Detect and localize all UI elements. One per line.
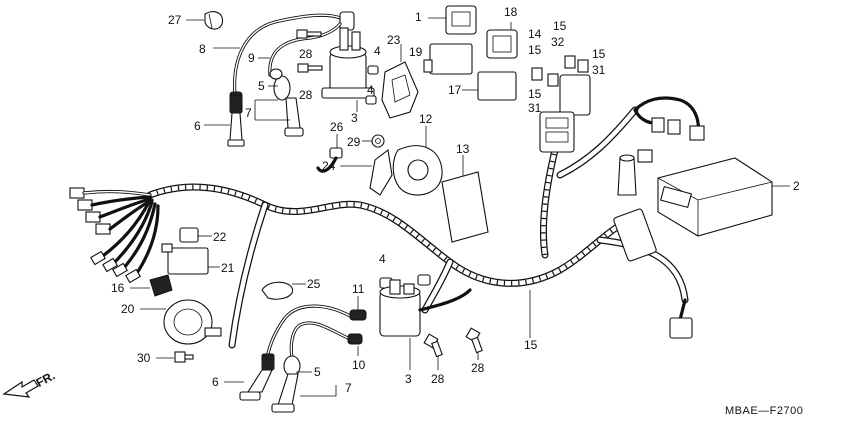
part-26-sensor (316, 147, 343, 173)
callout-4-c: 4 (379, 252, 386, 266)
part-30-bolt (174, 351, 194, 363)
part-7-plug-cap-upper (284, 97, 304, 137)
part-5-seal-lower (283, 355, 301, 377)
callout-29: 29 (347, 135, 361, 149)
left-connector-cluster (69, 187, 160, 284)
callout-28-b: 28 (299, 88, 313, 102)
part-7-plug-cap-lower (271, 373, 299, 413)
callout-28-d: 28 (471, 361, 485, 375)
callout-22: 22 (213, 230, 227, 244)
callout-7-lower: 7 (345, 381, 352, 395)
callout-12: 12 (419, 112, 433, 126)
part-13-plate (441, 171, 489, 243)
callout-28-a: 28 (299, 47, 313, 61)
part-28-bolt-upper-a (296, 29, 322, 39)
callout-26: 26 (330, 120, 344, 134)
part-16-switch (149, 274, 173, 297)
part-21-unit (161, 243, 209, 275)
front-direction-arrow: FR. (2, 368, 57, 398)
part-28-bolt-lower-a (423, 333, 443, 358)
callout-13: 13 (456, 142, 470, 156)
callout-21: 21 (221, 261, 235, 275)
part-11-plug-cord (264, 304, 367, 364)
callout-31-a: 31 (528, 101, 542, 115)
part-19-relay (423, 43, 473, 75)
callout-6-lower: 6 (212, 375, 219, 389)
callout-7-upper: 7 (245, 106, 252, 120)
callout-28-c: 28 (431, 372, 445, 386)
part-10-plug-cord (289, 321, 363, 360)
callout-15-c: 15 (553, 19, 567, 33)
callout-2: 2 (793, 179, 800, 193)
part-9-spark-plug-cord (268, 22, 342, 77)
part-4-nut-a (367, 65, 379, 75)
part-28-bolt-upper-b (297, 63, 323, 73)
callout-27: 27 (168, 13, 182, 27)
callout-15-d: 15 (592, 47, 606, 61)
callout-25: 25 (307, 277, 321, 291)
callout-labels: 27 8 9 5 7 6 28 28 3 4 4 23 1 19 18 17 1… (111, 5, 800, 395)
callout-14: 14 (528, 27, 542, 41)
part-3-starter-relay (321, 27, 375, 99)
part-12-unit (392, 145, 443, 196)
part-28-bolt-lower-b (465, 327, 483, 354)
callout-5-lower: 5 (314, 365, 321, 379)
callout-15-e: 15 (524, 338, 538, 352)
callout-8: 8 (199, 42, 206, 56)
callout-18: 18 (504, 5, 518, 19)
part-27-clamp (204, 11, 224, 30)
part-24-bracket (369, 149, 393, 196)
callout-20: 20 (121, 302, 135, 316)
part-5-seal-upper (269, 68, 291, 101)
part-3-ignition-coil (379, 279, 472, 337)
callout-4-a: 4 (374, 44, 381, 58)
part-4-nut-d (417, 274, 431, 286)
part-1-relay (445, 5, 477, 35)
diagram-code: MBAE—F2700 (725, 405, 803, 417)
callout-5-upper: 5 (258, 79, 265, 93)
callout-15-b: 15 (528, 87, 542, 101)
part-23-bracket (381, 61, 419, 119)
part-2-ecm (657, 157, 773, 237)
part-18-relay (486, 29, 518, 59)
callout-17: 17 (448, 83, 462, 97)
callout-30: 30 (137, 351, 151, 365)
upper-right-connectors (617, 96, 705, 196)
callout-1: 1 (415, 10, 422, 24)
callout-15-a: 15 (528, 43, 542, 57)
part-17-relay (477, 71, 517, 101)
part-29-nut (371, 134, 385, 148)
callout-9: 9 (248, 51, 255, 65)
callout-32: 32 (551, 35, 565, 49)
fuse-group (531, 55, 589, 87)
part-6-plug-cap-upper (227, 94, 245, 147)
callout-11: 11 (352, 282, 365, 296)
callout-4-b: 4 (367, 83, 374, 97)
callout-6-upper: 6 (194, 119, 201, 133)
part-25-clamp (261, 281, 294, 300)
callout-31-b: 31 (592, 63, 606, 77)
callout-3-upper: 3 (351, 111, 358, 125)
callout-23: 23 (387, 33, 401, 47)
callout-16: 16 (111, 281, 125, 295)
callout-24: 24 (322, 159, 336, 173)
callout-19: 19 (409, 45, 423, 59)
ecm-connector-lower (613, 208, 693, 339)
part-4-nut-b (365, 95, 377, 105)
part-20-horn (163, 299, 222, 345)
callout-10: 10 (352, 358, 366, 372)
part-6-plug-cap-lower (239, 353, 275, 401)
fuse-box-block (539, 74, 591, 153)
callout-3-lower: 3 (405, 372, 412, 386)
part-22-connector (179, 227, 199, 243)
